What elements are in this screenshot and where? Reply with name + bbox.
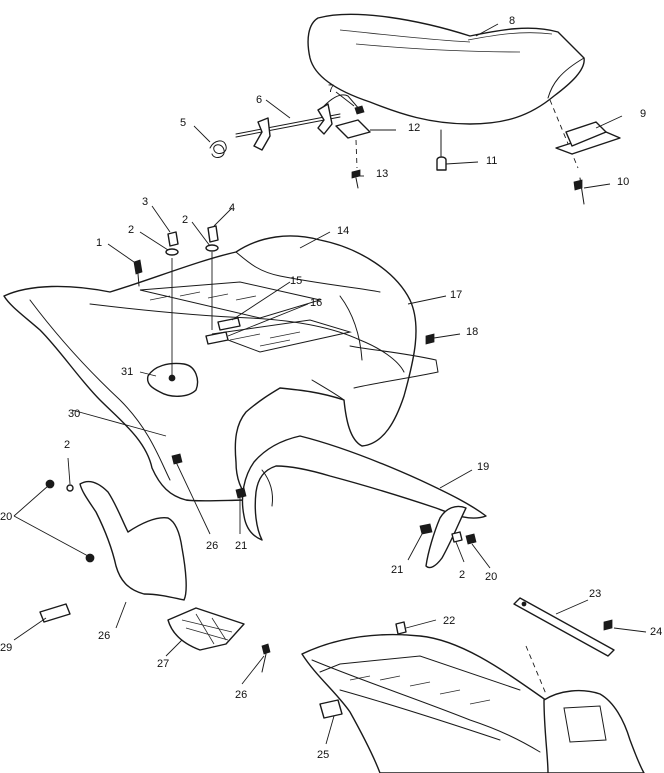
callout-8: 8 [509, 15, 515, 27]
callout-20-a: 20 [0, 511, 12, 523]
callout-2-a: 2 [128, 224, 134, 236]
callout-16: 16 [310, 297, 322, 309]
callout-5: 5 [180, 117, 186, 129]
callout-12: 12 [408, 122, 420, 134]
callout-3: 3 [142, 196, 148, 208]
callout-6: 6 [256, 94, 262, 106]
callout-10: 10 [617, 176, 629, 188]
callout-18: 18 [466, 326, 478, 338]
callout-23: 23 [589, 588, 601, 600]
callout-4: 4 [229, 202, 235, 214]
callout-13: 13 [376, 168, 388, 180]
mud-flap [45, 453, 247, 601]
callout-2-c: 2 [64, 439, 70, 451]
callout-2-d: 2 [459, 569, 465, 581]
callout-26-a: 26 [206, 540, 218, 552]
callout-19: 19 [477, 461, 489, 473]
callout-22: 22 [443, 615, 455, 627]
callout-1: 1 [96, 237, 102, 249]
callout-21-b: 21 [391, 564, 403, 576]
fender-hardware [133, 225, 241, 345]
callout-11: 11 [486, 155, 497, 167]
seat-bracket [555, 121, 621, 205]
leader-lines [13, 23, 647, 745]
callout-labels: 8 9 10 11 12 13 5 6 7 1 2 3 2 4 14 15 16… [0, 15, 662, 761]
rack-bracket [513, 597, 615, 657]
reflector [39, 603, 71, 623]
callout-20-b: 20 [485, 571, 497, 583]
footrest-panel [241, 435, 487, 569]
callout-14: 14 [337, 225, 349, 237]
callout-7: 7 [328, 83, 334, 95]
callout-25: 25 [317, 749, 329, 761]
callout-9: 9 [640, 108, 646, 120]
callout-30: 30 [68, 408, 80, 420]
callout-26-c: 26 [235, 689, 247, 701]
seat-latch-assembly [209, 94, 447, 189]
frame [301, 621, 645, 773]
callout-24: 24 [650, 626, 662, 638]
callout-31: 31 [121, 366, 133, 378]
callout-29: 29 [0, 642, 12, 654]
callout-15: 15 [290, 275, 302, 287]
callout-2-b: 2 [182, 214, 188, 226]
callout-17: 17 [450, 289, 462, 301]
seat [307, 13, 585, 169]
rear-fender [3, 235, 439, 502]
callout-27: 27 [157, 658, 169, 670]
callout-21-a: 21 [235, 540, 247, 552]
heel-guard [167, 607, 271, 673]
callout-28: 26 [98, 630, 110, 642]
